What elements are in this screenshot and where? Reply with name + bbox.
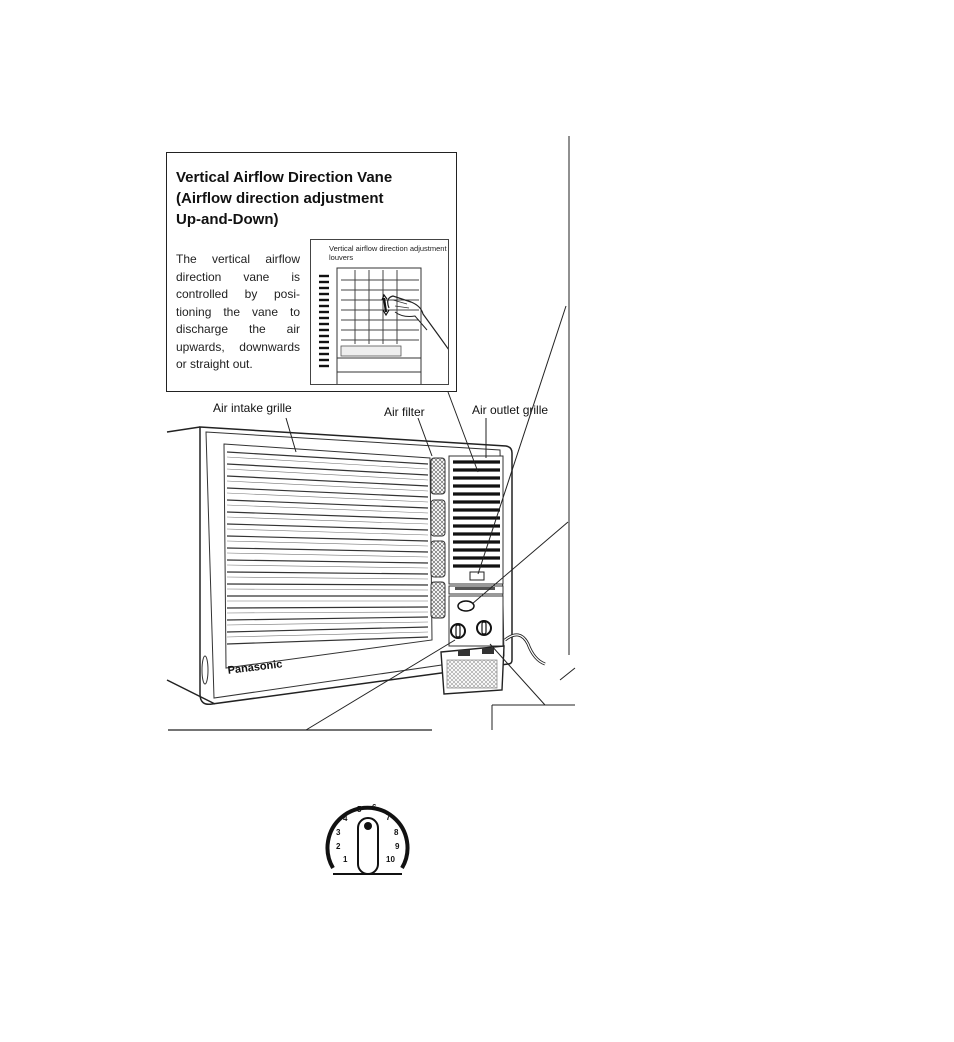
air-filter-label: Air filter bbox=[384, 405, 425, 419]
callout-box: Vertical Airflow Direction Vane (Airflow… bbox=[166, 152, 457, 392]
air-intake-grille-label: Air intake grille bbox=[213, 401, 292, 415]
dial-illustration bbox=[325, 805, 410, 875]
air-outlet-grille-label: Air outlet grille bbox=[472, 403, 549, 417]
callout-title-line2: (Airflow direction adjustment bbox=[176, 190, 384, 207]
outlet-grille-louvers bbox=[453, 460, 500, 568]
intake-grille-slats bbox=[226, 451, 429, 645]
callout-title: Vertical Airflow Direction Vane (Airflow… bbox=[176, 167, 446, 230]
callout-title-line3: Up-and-Down) bbox=[176, 211, 279, 228]
callout-title-line1: Vertical Airflow Direction Vane bbox=[176, 169, 393, 186]
air-filter bbox=[430, 457, 446, 619]
louvers-caption: Vertical airflow direction adjustment lo… bbox=[329, 244, 447, 262]
callout-body-text: The vertical airflow direction vane is c… bbox=[176, 252, 300, 371]
louver-inset-figure: Vertical airflow direction adjustment lo… bbox=[310, 239, 449, 385]
